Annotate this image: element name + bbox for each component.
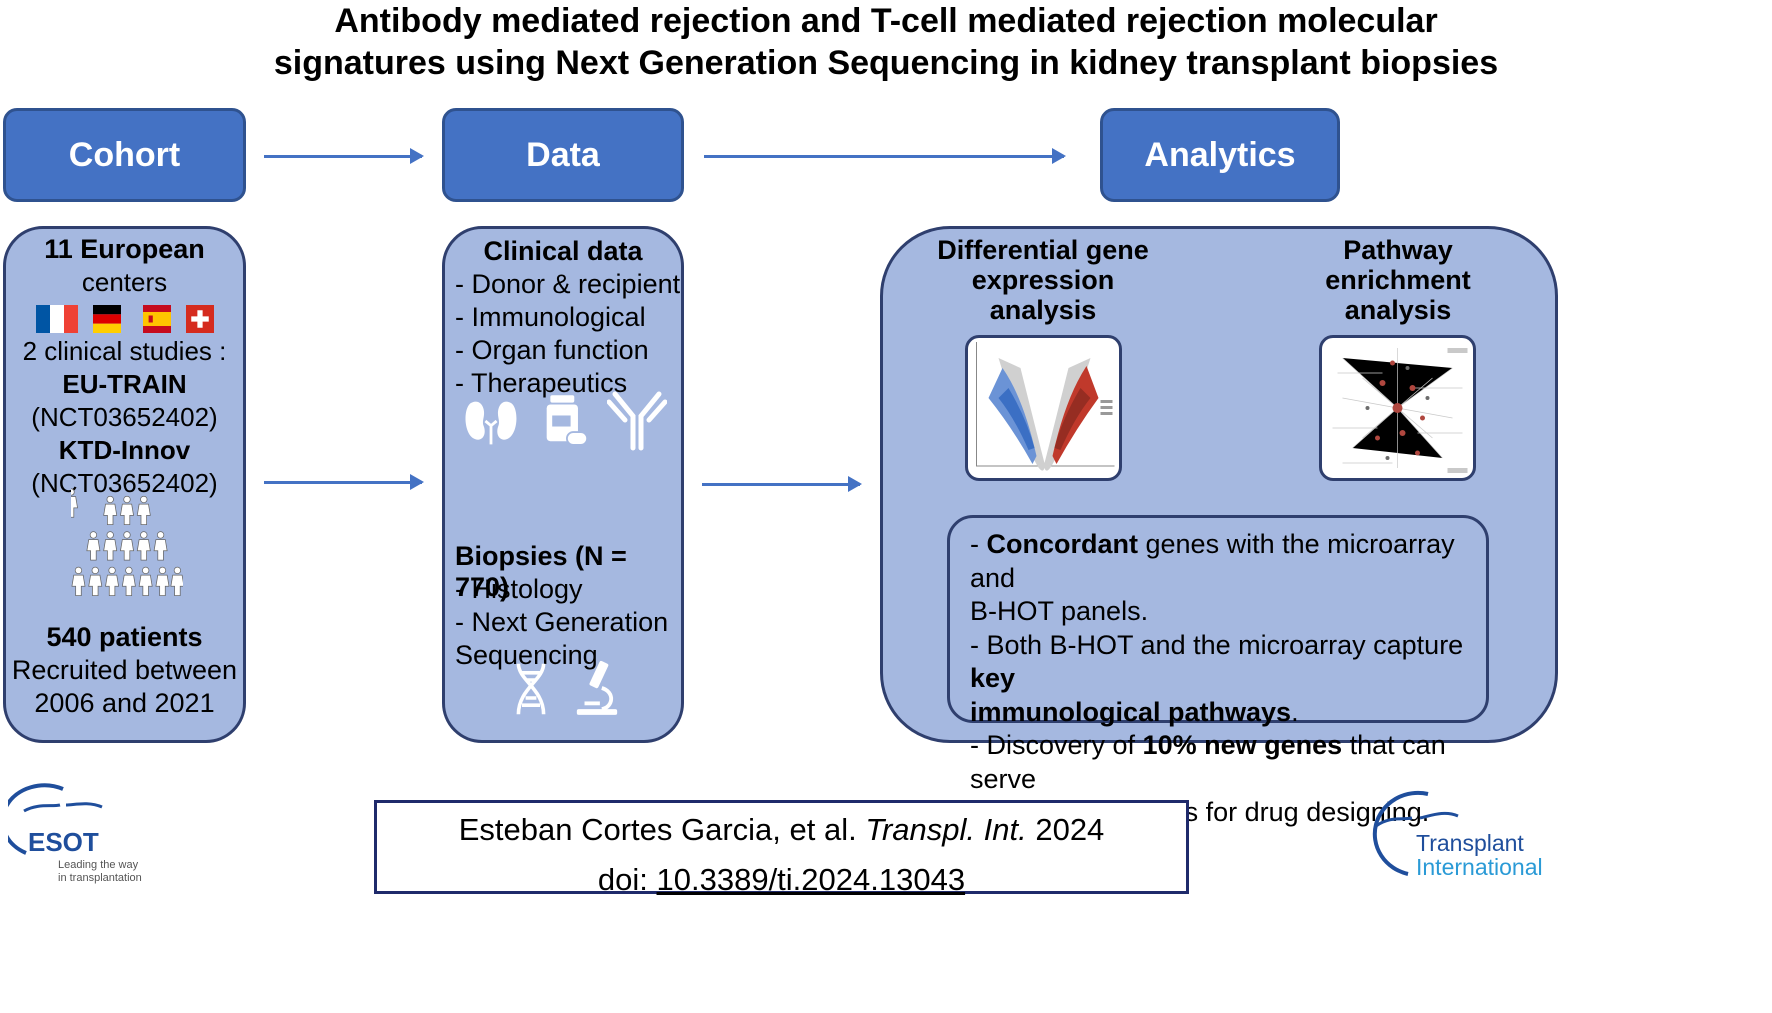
biopsy-item-ngs: - Next Generation <box>455 607 669 637</box>
clinical-data-title: Clinical data <box>483 236 643 266</box>
clinical-item-immunological: - Immunological <box>455 302 646 332</box>
arrow-data-to-analytics-panel <box>702 476 862 492</box>
title-line-1: Antibody mediated rejection and T-cell m… <box>334 2 1438 40</box>
pea-line-1: Pathway <box>1343 235 1453 265</box>
doi-link[interactable]: 10.3389/ti.2024.13043 <box>656 862 966 897</box>
data-panel: Clinical data - Donor & recipient - Immu… <box>442 226 684 743</box>
antibody-icon <box>607 391 667 451</box>
finding-1-line-2: B-HOT panels. <box>970 596 1149 626</box>
ti-logo-mark <box>1372 790 1459 876</box>
patients-crowd-icon <box>71 488 183 596</box>
biopsies-list: - Histology - Next Generation Sequencing <box>455 573 668 672</box>
volcano-plot-image <box>976 342 1115 471</box>
clinical-item-therapeutics: - Therapeutics <box>455 368 628 398</box>
microscope-icon <box>576 660 618 715</box>
key-findings-box: - Concordant genes with the microarray a… <box>947 515 1489 827</box>
biopsies-title: Biopsies (N = 770) <box>455 541 627 602</box>
france-flag-icon <box>35 305 78 333</box>
title-line-2: signatures using Next Generation Sequenc… <box>273 44 1499 82</box>
doi-label: doi: <box>597 862 657 897</box>
centers-count: 11 European <box>44 234 205 264</box>
medication-icon <box>546 395 589 446</box>
data-header: Data <box>442 108 684 202</box>
finding-2: - Both B-HOT and the microarray capture … <box>970 629 1466 696</box>
esot-tagline-2: in transplantation <box>58 872 142 884</box>
dna-icon <box>516 663 546 715</box>
recruited-line-2: 2006 and 2021 <box>34 688 215 718</box>
pea-line-2: enrichment <box>1325 265 1471 295</box>
finding-3-bold: 10% new genes <box>1142 730 1343 760</box>
analytics-panel: Differential gene expression analysis Pa… <box>880 226 1558 827</box>
esot-logo: ESOT Leading the way in transplantation <box>8 783 178 893</box>
finding-2-bold-1: key <box>970 663 1016 693</box>
biopsy-item-sequencing: Sequencing <box>455 640 598 670</box>
finding-1-text: genes with the microarray and <box>970 529 1455 593</box>
clinical-item-organ-function: - Organ function <box>455 335 649 365</box>
citation-authors: Esteban Cortes Garcia, et al. <box>458 812 866 847</box>
germany-flag-icon <box>92 305 121 333</box>
finding-3-rest: that can serve <box>970 730 1446 794</box>
page-title: Antibody mediated rejection and T-cell m… <box>0 0 1772 84</box>
finding-2-text: - Both B-HOT and the microarray capture <box>970 629 1464 660</box>
finding-2-end: . <box>1291 696 1299 727</box>
biopsy-item-histology: - Histology <box>455 574 583 604</box>
studies-label: 2 clinical studies : <box>22 336 227 366</box>
esot-tagline-1: Leading the way <box>58 859 139 871</box>
citation-line: Esteban Cortes Garcia, et al. Transpl. I… <box>377 805 1186 855</box>
study-1-name: EU-TRAIN <box>62 369 187 399</box>
switzerland-flag-icon <box>185 305 214 333</box>
esot-logo-mark <box>8 783 103 855</box>
kidney-icon <box>465 401 517 445</box>
recruited-line-1: Recruited between <box>11 655 238 685</box>
citation-journal: Transpl. Int. <box>865 812 1027 847</box>
clinical-data-list: - Donor & recipient - Immunological - Or… <box>455 268 681 400</box>
pea-line-3: analysis <box>1344 295 1452 325</box>
spain-flag-icon <box>142 305 171 333</box>
arrow-data-to-analytics-header <box>704 148 1066 164</box>
patients-count: 540 patients <box>46 622 203 652</box>
study-1-id: (NCT03652402) <box>31 402 218 432</box>
analytics-header: Analytics <box>1100 108 1340 202</box>
finding-3: - Discovery of 10% new genes that can se… <box>970 729 1466 796</box>
arrow-cohort-to-data-header <box>264 148 424 164</box>
clinical-item-donor: - Donor & recipient <box>455 269 681 299</box>
finding-1: - Concordant genes with the microarray a… <box>970 529 1455 593</box>
study-2-id: (NCT03652402) <box>31 468 218 498</box>
citation-box: Esteban Cortes Garcia, et al. Transpl. I… <box>374 800 1189 897</box>
finding-2-bold-2: immunological pathways <box>970 696 1292 727</box>
arrow-cohort-to-data-panel <box>264 474 424 490</box>
cohort-header: Cohort <box>3 108 246 202</box>
dge-line-2: expression <box>971 265 1115 295</box>
ti-line-1: Transplant <box>1416 830 1524 856</box>
esot-name: ESOT <box>28 827 99 857</box>
dge-label: Differential gene expression analysis <box>923 235 1163 325</box>
cohort-panel: 11 European centers 2 clinical studies :… <box>3 226 246 743</box>
study-2-name: KTD-Innov <box>58 435 191 465</box>
centers-label: centers <box>81 267 168 297</box>
country-flags <box>6 305 243 333</box>
dge-line-1: Differential gene <box>937 235 1149 265</box>
dge-line-3: analysis <box>989 295 1097 325</box>
pathway-network-thumbnail <box>1319 335 1476 481</box>
pea-label: Pathway enrichment analysis <box>1278 235 1518 325</box>
ti-line-2: International <box>1416 854 1543 880</box>
volcano-plot-thumbnail <box>965 335 1122 481</box>
finding-1-bold: Concordant <box>986 529 1139 559</box>
finding-2-line-2: immunological pathways. <box>970 696 1466 730</box>
transplant-international-logo: Transplant International <box>1368 788 1568 893</box>
citation-year: 2024 <box>1026 812 1105 847</box>
doi-line: doi: 10.3389/ti.2024.13043 <box>377 855 1186 905</box>
finding-3-text: - Discovery of <box>970 730 1143 760</box>
pathway-network-image <box>1332 348 1468 473</box>
